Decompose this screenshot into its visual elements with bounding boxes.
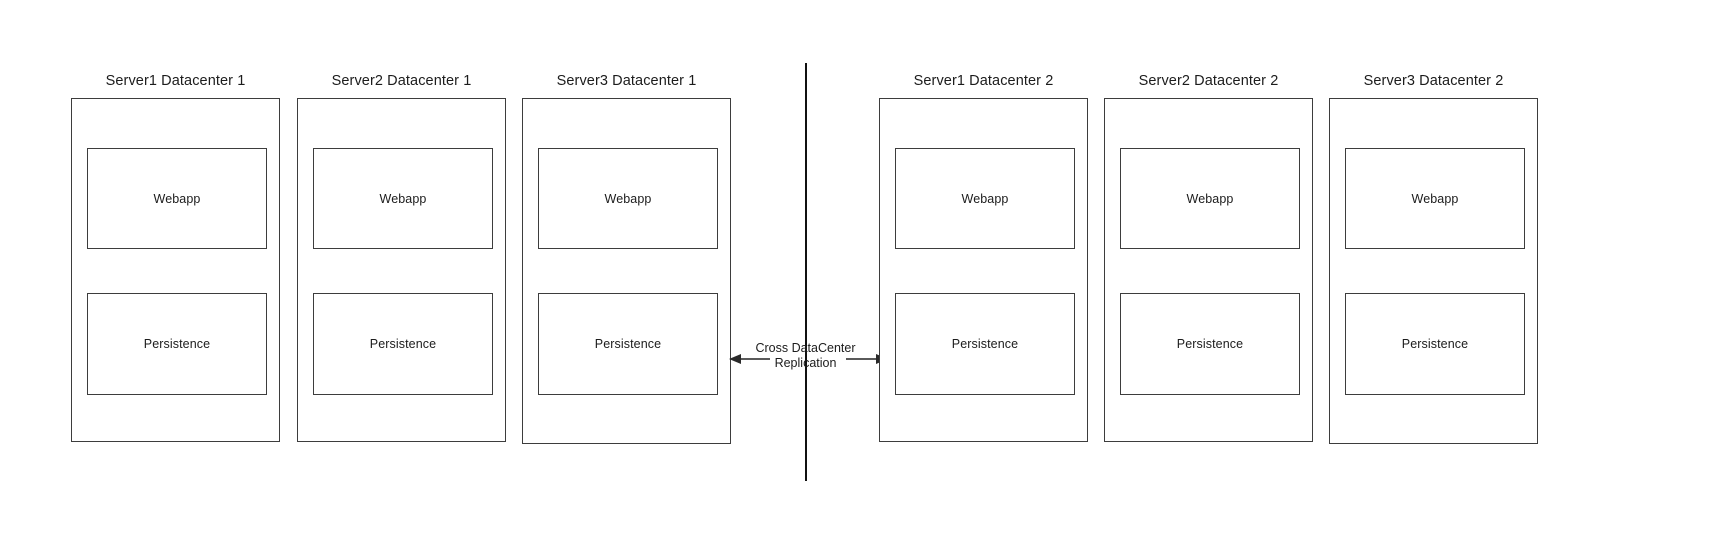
component-label: Persistence xyxy=(143,337,211,351)
component-label: Webapp xyxy=(379,191,427,206)
component-label: Persistence xyxy=(1401,337,1469,351)
component-box-persistence: Persistence xyxy=(313,293,493,395)
server-group-dc1-server2: Server2 Datacenter 1 Webapp Persistence xyxy=(297,72,506,442)
server-title: Server3 Datacenter 2 xyxy=(1363,73,1504,89)
component-label: Webapp xyxy=(1186,191,1234,206)
replication-label-line1: Cross DataCenter xyxy=(755,341,856,355)
server-title: Server2 Datacenter 1 xyxy=(331,73,472,89)
server-outer-box: Webapp Persistence xyxy=(1329,98,1538,444)
server-outer-box: Webapp Persistence xyxy=(1104,98,1313,442)
server-title: Server1 Datacenter 2 xyxy=(913,73,1054,89)
left-arrow-icon xyxy=(729,354,770,364)
component-label: Webapp xyxy=(153,191,201,206)
component-box-persistence: Persistence xyxy=(87,293,267,395)
component-label: Persistence xyxy=(369,337,437,351)
server-outer-box: Webapp Persistence xyxy=(879,98,1088,442)
server-group-dc1-server1: Server1 Datacenter 1 Webapp Persistence xyxy=(71,72,280,442)
server-outer-box: Webapp Persistence xyxy=(297,98,506,442)
replication-label: Cross DataCenter Replication xyxy=(738,341,873,371)
component-box-webapp: Webapp xyxy=(538,148,718,249)
component-box-webapp: Webapp xyxy=(87,148,267,249)
server-group-dc2-server2: Server2 Datacenter 2 Webapp Persistence xyxy=(1104,72,1313,442)
component-box-persistence: Persistence xyxy=(1345,293,1525,395)
component-box-persistence: Persistence xyxy=(895,293,1075,395)
server-outer-box: Webapp Persistence xyxy=(71,98,280,442)
server-title: Server1 Datacenter 1 xyxy=(105,73,246,89)
component-label: Webapp xyxy=(961,191,1009,206)
server-group-dc2-server1: Server1 Datacenter 2 Webapp Persistence xyxy=(879,72,1088,442)
datacenter-divider xyxy=(805,63,808,481)
component-box-persistence: Persistence xyxy=(1120,293,1300,395)
replication-label-line2: Replication xyxy=(774,356,837,370)
server-title: Server2 Datacenter 2 xyxy=(1138,73,1279,89)
component-label: Persistence xyxy=(594,337,662,351)
component-box-webapp: Webapp xyxy=(1345,148,1525,249)
server-group-dc1-server3: Server3 Datacenter 1 Webapp Persistence xyxy=(522,72,731,444)
server-title: Server3 Datacenter 1 xyxy=(556,73,697,89)
server-group-dc2-server3: Server3 Datacenter 2 Webapp Persistence xyxy=(1329,72,1538,444)
component-box-webapp: Webapp xyxy=(313,148,493,249)
component-box-webapp: Webapp xyxy=(1120,148,1300,249)
server-outer-box: Webapp Persistence xyxy=(522,98,731,444)
component-label: Persistence xyxy=(951,337,1019,351)
component-label: Webapp xyxy=(604,191,652,206)
component-box-webapp: Webapp xyxy=(895,148,1075,249)
component-box-persistence: Persistence xyxy=(538,293,718,395)
component-label: Webapp xyxy=(1411,191,1459,206)
component-label: Persistence xyxy=(1176,337,1244,351)
